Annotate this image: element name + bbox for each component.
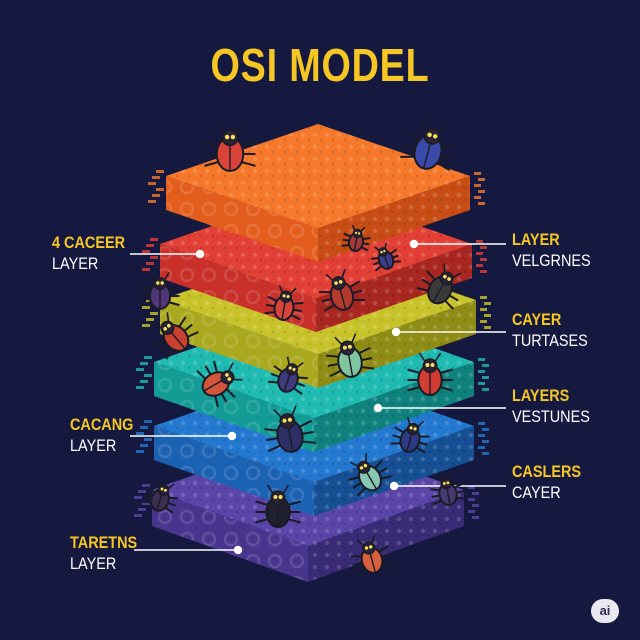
bug-icon	[341, 224, 371, 252]
label-left-2-line2: LAYER	[70, 436, 117, 455]
page-title: OSI MODEL	[210, 39, 430, 91]
spider-icon	[416, 263, 464, 310]
bug-icon	[390, 416, 430, 454]
beetle-icon	[348, 453, 392, 497]
label-right-3: LAYERS VESTUNES	[512, 385, 590, 427]
label-right-1: LAYER VELGRNES	[512, 229, 591, 271]
label-right-4-line1: CASLERS	[512, 462, 582, 481]
label-right-3-line1: LAYERS	[512, 386, 570, 405]
leader-line-left-2	[130, 431, 237, 441]
leader-line-right-3	[373, 403, 506, 413]
label-left-3-line2: LAYER	[70, 554, 117, 573]
leader-line-right-2	[391, 327, 506, 337]
bug-icon	[204, 122, 256, 172]
spider-icon	[400, 119, 456, 171]
label-right-1-line1: LAYER	[512, 230, 560, 249]
bug-icon	[371, 242, 401, 272]
label-right-4-line2: CAYER	[512, 483, 561, 502]
label-left-2: CACANG LAYER	[70, 414, 133, 456]
spider-icon	[141, 478, 179, 514]
beetle-icon	[255, 484, 301, 528]
label-right-3-line2: VESTUNES	[512, 407, 590, 426]
bug-icon	[407, 352, 453, 396]
bug-icon	[196, 360, 243, 408]
label-left-3: TARETNS LAYER	[70, 532, 137, 574]
label-left-3-line1: TARETNS	[70, 533, 138, 552]
beetle-icon	[264, 405, 316, 453]
bug-icon	[152, 312, 199, 360]
label-left-1-line1: 4 CACEER	[52, 233, 126, 252]
beetle-icon	[325, 333, 375, 378]
leader-line-left-1	[130, 249, 205, 259]
bug-icon	[430, 472, 466, 506]
label-right-2-line1: CAYER	[512, 310, 562, 329]
label-right-1-line2: VELGRNES	[512, 251, 591, 270]
ai-badge: ai	[591, 599, 619, 623]
label-right-2: CAYER TURTASES	[512, 309, 588, 351]
bug-icon	[319, 268, 365, 312]
bug-icon	[140, 272, 180, 310]
label-right-4: CASLERS CAYER	[512, 461, 581, 503]
label-left-1-line2: LAYER	[52, 254, 99, 273]
bug-icon	[350, 534, 394, 575]
bug-icon	[264, 284, 304, 321]
label-right-2-line2: TURTASES	[512, 331, 588, 350]
bug-icon	[268, 356, 308, 395]
label-left-2-line1: CACANG	[70, 415, 134, 434]
label-left-1: 4 CACEER LAYER	[52, 232, 125, 274]
leader-line-left-3	[134, 545, 243, 555]
leader-line-right-1	[409, 239, 506, 249]
